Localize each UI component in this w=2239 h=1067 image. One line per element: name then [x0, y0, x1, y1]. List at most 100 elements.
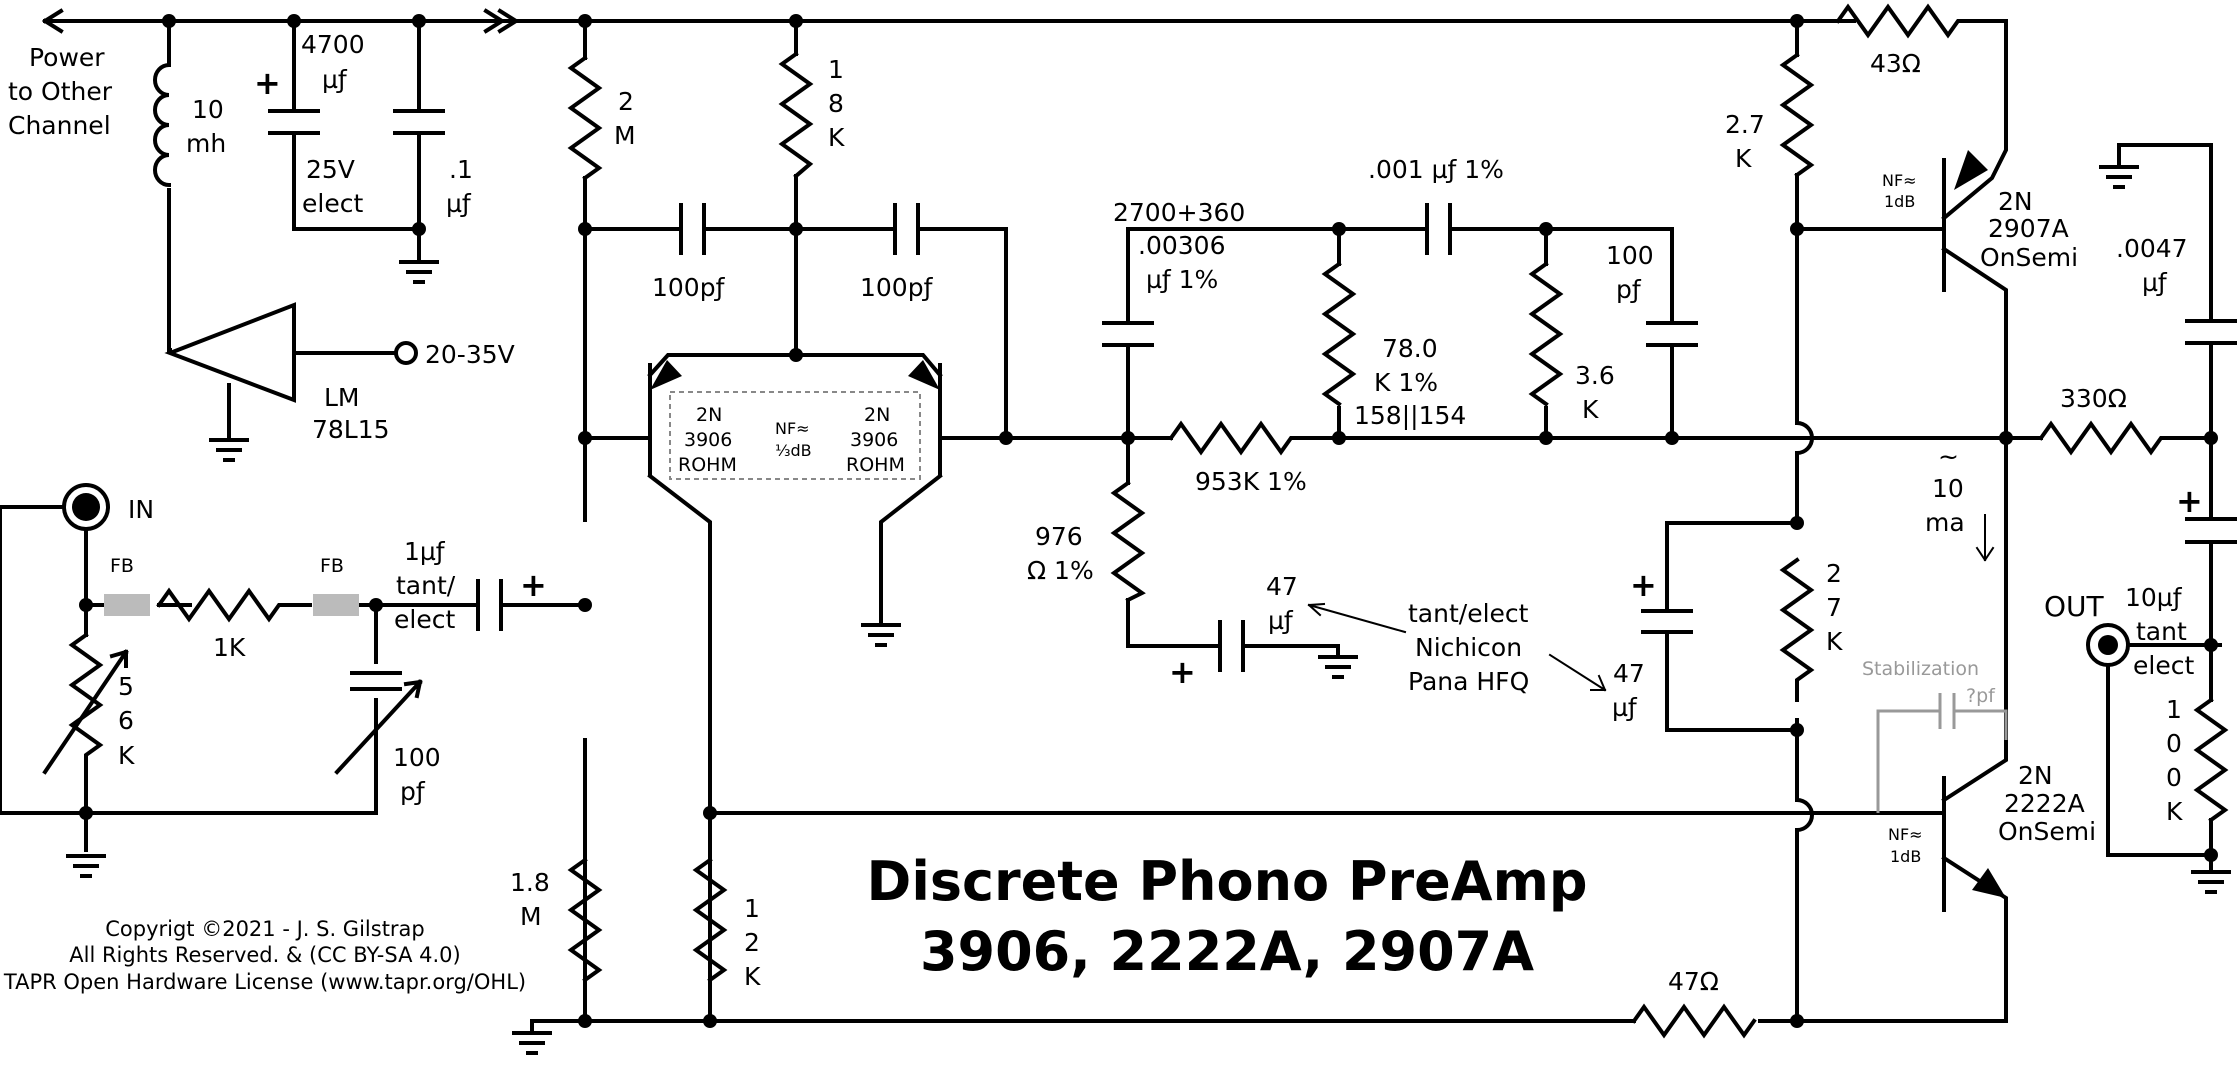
resistor-953k [1168, 420, 1301, 456]
svg-text:+: + [1630, 566, 1657, 604]
c-47a-label-1: 47 [1266, 572, 1298, 601]
c-47a-label-2: µƒ [1268, 606, 1294, 635]
q-npn-label-3: OnSemi [1998, 817, 2096, 846]
r-1-8m-label-1: 1.8 [510, 868, 550, 897]
q-npn-label-1: 2N [2018, 761, 2053, 790]
noise-label-1: NF≈ [775, 419, 810, 438]
q-npn-label-2: 2222A [2004, 789, 2085, 818]
out-cap-label-1: 10µƒ [2125, 583, 2183, 612]
bypass-cap-label-1: .1 [449, 155, 473, 184]
q-right-label-3: ROHM [846, 454, 905, 476]
bulk-cap-label-1: 4700 [301, 30, 365, 59]
power-other-2: to Other [8, 77, 113, 106]
r-18k-label-1: 1 [828, 55, 844, 84]
input-jack[interactable] [0, 483, 110, 531]
bypass-cap-label-2: µƒ [446, 189, 472, 218]
cap-note-3: Pana HFQ [1408, 667, 1529, 696]
c-0047-label-1: .0047 [2116, 234, 2188, 263]
q-pnp-label-2: 2907A [1988, 214, 2069, 243]
in-label: IN [128, 495, 154, 524]
r-2m-label-2: M [614, 121, 636, 150]
r-43-label: 43Ω [1870, 49, 1921, 78]
copyright-line-3: TAPR Open Hardware License (www.tapr.org… [3, 970, 526, 994]
r-18k-label-2: 8 [828, 89, 844, 118]
c-47b-label-1: 47 [1613, 659, 1645, 688]
r-976-label-1: 976 [1035, 522, 1083, 551]
r-12k-label-3: K [744, 962, 761, 991]
ferrite1-label: FB [110, 555, 134, 577]
q-pnp-label-3: OnSemi [1980, 243, 2078, 272]
r-953k-label: 953K 1% [1195, 467, 1307, 496]
output-jack[interactable] [2086, 623, 2130, 667]
junctions [79, 14, 2218, 1028]
labels: Power to Other Channel 10 mh 4700 µƒ 25V… [3, 30, 2195, 996]
resistor-100k [2193, 697, 2229, 823]
out-cap-label-3: elect [2133, 651, 2194, 680]
q-left-label-3: ROHM [678, 454, 737, 476]
supply-terminal[interactable] [394, 341, 418, 365]
ferrite2-label: FB [320, 555, 344, 577]
power-other-3: Channel [8, 111, 111, 140]
trim-c-label-2: pƒ [400, 777, 426, 806]
resistor-43 [1835, 3, 2008, 39]
copyright-line-1: Copyrigt ©2021 - J. S. Gilstrap [105, 917, 425, 941]
inductor-label-1: 10 [192, 95, 224, 124]
c-100pf-label-1: 100 [1606, 241, 1654, 270]
resistor-330 [2038, 420, 2176, 456]
resistor-1k [156, 587, 312, 623]
resistor-47 [1631, 1003, 1757, 1039]
ground-symbols [66, 165, 2231, 1055]
bulk-cap-rating-1: 25V [306, 155, 355, 184]
regulator-label-2: 78L15 [312, 415, 390, 444]
resistor-2-7k [1779, 52, 1815, 178]
r-78k-label-2: K 1% [1374, 368, 1438, 397]
svg-text:+: + [2176, 482, 2203, 520]
regulator-triangle [164, 302, 296, 403]
c-00306-label-2: .00306 [1138, 231, 1225, 260]
matched-pair-box [669, 391, 921, 480]
title-line-1: Discrete Phono PreAmp [867, 850, 1588, 913]
r-2-7k-label-2: K [1735, 144, 1752, 173]
q-npn-nf-2: 1dB [1890, 847, 1921, 866]
resistor-56k [68, 632, 104, 792]
r-27k-label-2: 7 [1826, 593, 1842, 622]
copyright-line-2: All Rights Reserved. & (CC BY-SA 4.0) [69, 943, 460, 967]
capacitors [42, 109, 2237, 775]
r-27k-label-1: 2 [1826, 559, 1842, 588]
cap-note-1: tant/elect [1408, 599, 1529, 628]
c-100pf-label-2: pƒ [1616, 275, 1642, 304]
out-cap-label-2: tant [2136, 617, 2187, 646]
coupling-c-label-2: tant/ [396, 571, 456, 600]
r-12k-label-1: 1 [744, 894, 760, 923]
c-left-label: 100pƒ [652, 273, 726, 302]
q-left-label-2: 3906 [684, 429, 732, 451]
c-0047-label-2: µƒ [2142, 268, 2168, 297]
resistor-78k [1321, 261, 1357, 407]
q-pnp-nf-1: NF≈ [1882, 171, 1917, 190]
ferrite-bead-2 [313, 594, 359, 616]
r-2-7k-label-1: 2.7 [1725, 110, 1765, 139]
r-27k-label-3: K [1826, 627, 1843, 656]
bulk-cap-label-2: µƒ [322, 65, 348, 94]
series-r-label: 1K [213, 633, 246, 662]
cap-note-2: Nichicon [1415, 633, 1522, 662]
r-78k-label-3: 158||154 [1354, 401, 1466, 430]
inductor-10mh [153, 62, 172, 188]
noise-label-2: ⅓dB [775, 441, 812, 460]
r-12k-label-2: 2 [744, 928, 760, 957]
svg-text:+: + [254, 64, 281, 102]
trim-r-label-3: K [118, 741, 135, 770]
current-label-3: ma [1925, 508, 1965, 537]
stab-label-2: ?pf [1966, 685, 1996, 707]
stab-label-1: Stabilization [1862, 658, 1979, 680]
resistor-2m [567, 55, 603, 181]
coupling-c-label-1: 1µƒ [404, 537, 446, 566]
resistors [68, 3, 2229, 1039]
inductor-label-2: mh [186, 129, 226, 158]
r-1-8m-label-2: M [520, 902, 542, 931]
resistor-27k [1779, 557, 1815, 702]
q-left-label-1: 2N [696, 404, 722, 426]
supply-label: 20-35V [425, 340, 515, 369]
current-label-1: ~ [1938, 442, 1959, 471]
c-47b-label-2: µƒ [1612, 693, 1638, 722]
